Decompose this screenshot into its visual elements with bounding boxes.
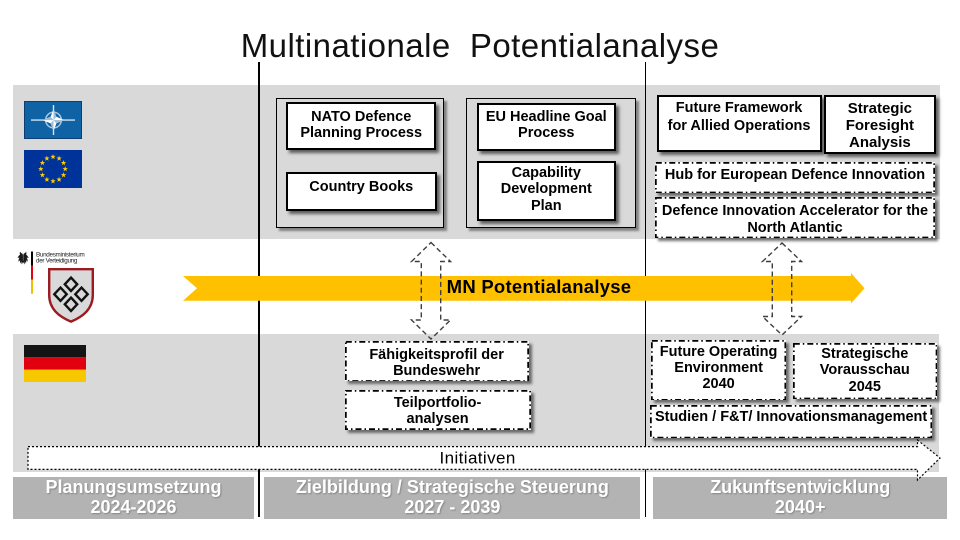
svg-text:der Verteidigung: der Verteidigung	[36, 258, 78, 265]
svg-text:Bundesministerium: Bundesministerium	[36, 251, 84, 258]
